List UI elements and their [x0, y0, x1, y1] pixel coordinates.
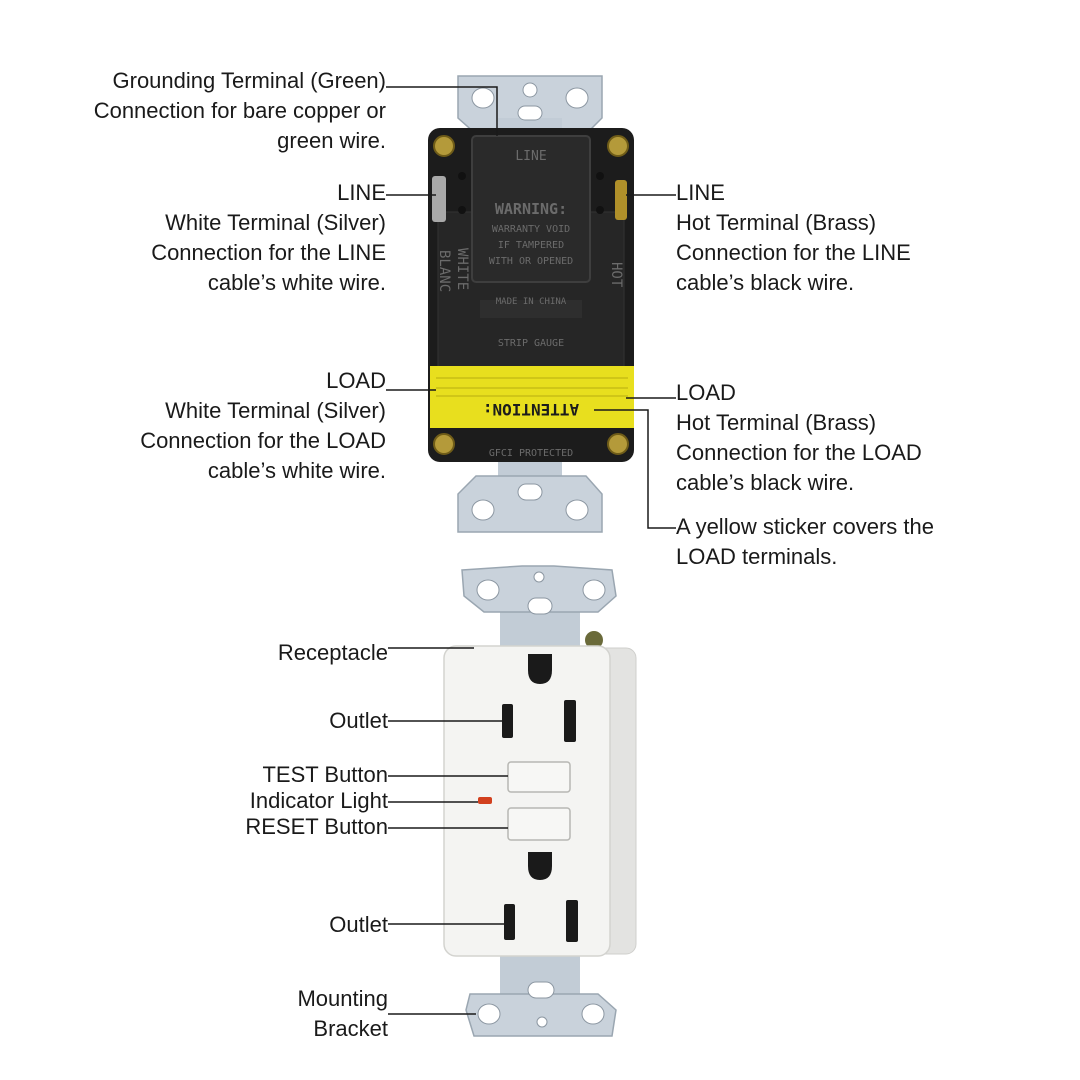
yellow-sticker: ATTENTION: — [430, 366, 634, 428]
bracket-title-2: Bracket — [313, 1016, 388, 1041]
label-line-hot-terminal: LINE Hot Terminal (Brass) Connection for… — [676, 178, 911, 298]
back-view-device: LINE WARNING: WARRANTY VOID IF TAMPERED … — [428, 75, 634, 533]
label-reset-button: RESET Button — [245, 814, 388, 839]
sticker-desc-2: LOAD terminals. — [676, 544, 838, 569]
ground-desc-2: green wire. — [277, 128, 386, 153]
label-load-hot-terminal: LOAD Hot Terminal (Brass) Connection for… — [676, 378, 922, 498]
label-indicator-light: Indicator Light — [249, 788, 388, 813]
test-button — [507, 761, 571, 793]
marking-opened: WITH OR OPENED — [489, 256, 573, 267]
reset-button — [507, 807, 571, 841]
terminal-screws — [432, 135, 629, 455]
front-view-device — [443, 565, 637, 1037]
marking-white: WHITE — [454, 248, 470, 290]
ground-desc-1: Connection for bare copper or — [93, 98, 386, 123]
marking-hot: HOT — [608, 262, 624, 288]
line-white-title: LINE — [337, 180, 386, 205]
line-white-sub: White Terminal (Silver) — [165, 210, 386, 235]
marking-blanc: BLANC — [436, 250, 452, 292]
leader-lines — [386, 86, 676, 1015]
label-line-white-terminal: LINE White Terminal (Silver) Connection … — [151, 178, 386, 298]
load-hot-title: LOAD — [676, 380, 736, 405]
load-white-title: LOAD — [326, 368, 386, 393]
load-hot-desc-2: cable’s black wire. — [676, 470, 855, 495]
label-yellow-sticker: A yellow sticker covers the LOAD termina… — [676, 512, 934, 572]
device-markings: LINE WARNING: WARRANTY VOID IF TAMPERED … — [436, 149, 624, 459]
top-mounting-bracket-front — [461, 565, 617, 654]
load-white-sub: White Terminal (Silver) — [165, 398, 386, 423]
top-outlet-face — [502, 654, 576, 742]
marking-tampered: IF TAMPERED — [498, 240, 564, 251]
sticker-desc-1: A yellow sticker covers the — [676, 514, 934, 539]
sticker-attention: ATTENTION: — [483, 400, 579, 419]
label-load-white-terminal: LOAD White Terminal (Silver) Connection … — [140, 366, 386, 486]
line-hot-title: LINE — [676, 180, 725, 205]
marking-strip-gauge: STRIP GAUGE — [498, 338, 564, 349]
label-receptacle: Receptacle — [277, 640, 388, 665]
line-hot-desc-1: Connection for the LINE — [676, 240, 911, 265]
ground-title: Grounding Terminal (Green) — [112, 68, 387, 93]
bottom-outlet-face — [504, 852, 578, 942]
load-hot-desc-1: Connection for the LOAD — [676, 440, 922, 465]
label-test-button: TEST Button — [262, 762, 388, 787]
line-white-desc-2: cable’s white wire. — [207, 270, 386, 295]
line-hot-sub: Hot Terminal (Brass) — [676, 210, 877, 235]
line-white-desc-1: Connection for the LINE — [151, 240, 386, 265]
load-white-desc-2: cable’s white wire. — [207, 458, 386, 483]
label-outlet-top: Outlet — [329, 708, 388, 733]
marking-gfci: GFCI PROTECTED — [489, 448, 573, 459]
label-outlet-bottom: Outlet — [329, 912, 388, 937]
marking-warranty: WARRANTY VOID — [492, 224, 570, 235]
label-mounting-bracket: Mounting Bracket — [297, 984, 388, 1044]
marking-warning: WARNING: — [495, 200, 567, 218]
marking-made-in: MADE IN CHINA — [496, 297, 567, 307]
marking-line: LINE — [515, 149, 546, 164]
bracket-title-1: Mounting — [297, 986, 388, 1011]
bottom-mounting-bracket-back — [457, 458, 603, 533]
label-grounding-terminal: Grounding Terminal (Green) Connection fo… — [94, 66, 386, 156]
load-white-desc-1: Connection for the LOAD — [140, 428, 386, 453]
load-hot-sub: Hot Terminal (Brass) — [676, 410, 877, 435]
indicator-light — [478, 797, 492, 804]
bottom-mounting-bracket-front — [465, 944, 617, 1037]
line-hot-desc-2: cable’s black wire. — [676, 270, 855, 295]
